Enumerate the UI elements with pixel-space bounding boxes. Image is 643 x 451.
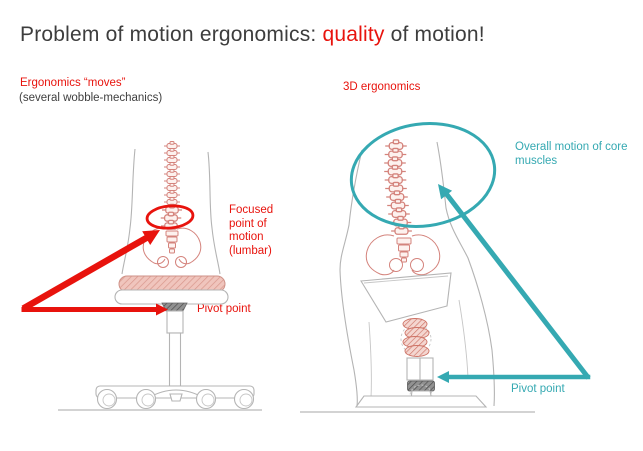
stool-casters (96, 388, 255, 410)
spring-chair (354, 272, 488, 408)
page-title-highlight: quality (322, 23, 385, 46)
chair-base-plate (354, 395, 488, 408)
chair-pivot-mechanism (407, 380, 435, 392)
page-title-suffix: of motion! (384, 23, 485, 46)
right-figure (300, 122, 591, 413)
right-torso-outline (339, 141, 495, 407)
red-arrows (21, 230, 168, 316)
teal-arrowhead-pivot (437, 371, 449, 383)
left-spine (160, 141, 183, 230)
teal-arrows (437, 184, 591, 383)
right-pelvis (365, 234, 441, 276)
left-pelvis (142, 227, 202, 268)
left-figure (21, 141, 262, 411)
lumbar-highlight-ellipse (145, 204, 195, 230)
red-arrowhead-lumbar (142, 230, 160, 245)
wobble-stool (95, 275, 255, 410)
right-spine (383, 139, 413, 235)
left-section-subheading: (several wobble-mechanics) (19, 92, 163, 104)
right-pivot-point-label: Pivot point (511, 383, 565, 395)
right-section-heading: 3D ergonomics (343, 81, 421, 93)
red-arrow-to-lumbar (21, 232, 153, 312)
overall-motion-label: Overall motion of core muscles (515, 141, 628, 167)
left-section-heading: Ergonomics “moves” (20, 77, 126, 89)
left-torso-outline (121, 148, 221, 275)
focused-point-label: Focused point of motion (lumbar) (229, 204, 274, 257)
chair-seat-wedge (360, 272, 452, 323)
teal-arrow-to-core (444, 192, 591, 380)
stool-seat (114, 289, 229, 305)
left-pivot-point-label: Pivot point (197, 303, 251, 315)
teal-arrowhead-core (438, 184, 453, 200)
page-title-prefix: Problem of motion ergonomics: (20, 23, 323, 46)
page-title: Problem of motion ergonomics: quality of… (20, 23, 485, 47)
red-arrowhead-pivot (156, 303, 168, 316)
core-highlight-ellipse (349, 122, 497, 228)
chair-spring (402, 318, 430, 357)
